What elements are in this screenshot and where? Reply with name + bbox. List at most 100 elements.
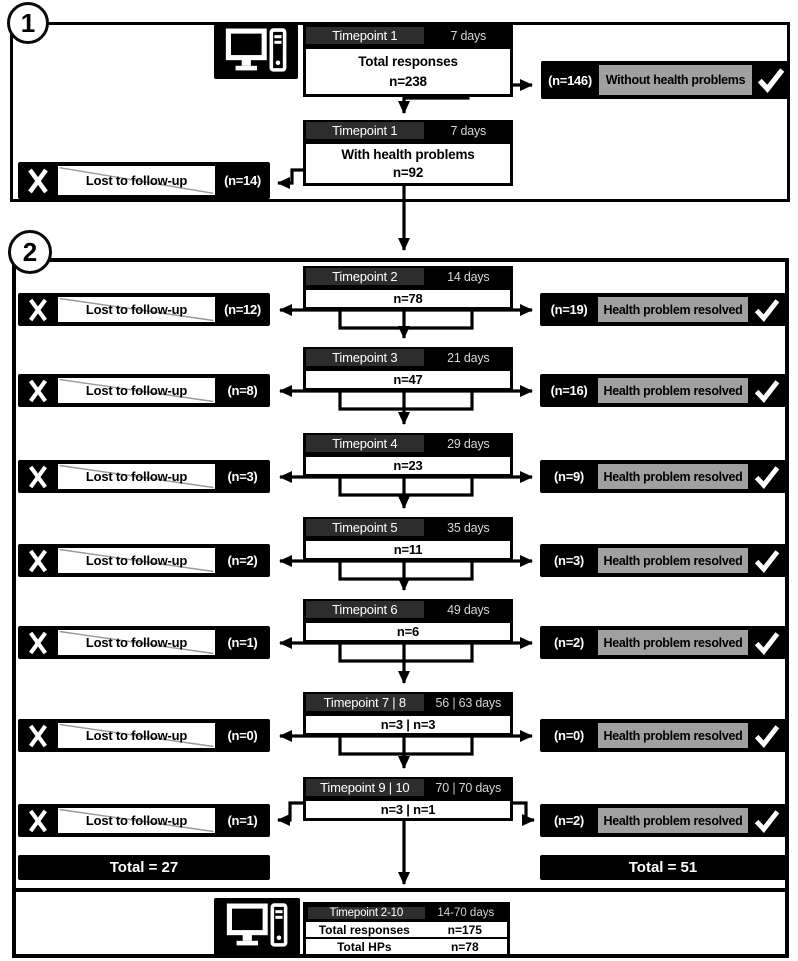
- lost-to-follow-up-box: Lost to follow-up (n=3): [18, 460, 270, 493]
- cross-icon: [18, 293, 58, 326]
- timepoint-box: Timepoint 3 21 days n=47: [303, 347, 513, 391]
- resolved-count: (n=19): [550, 302, 588, 317]
- health-problem-resolved-box: (n=2) Health problem resolved: [540, 626, 786, 659]
- timepoint-days: 7 days: [450, 123, 487, 138]
- lost-count: (n=1): [227, 813, 258, 828]
- timepoint-n: n=3 | n=3: [303, 713, 513, 736]
- diagonal-strike-line: [58, 166, 215, 195]
- lost-label: Lost to follow-up: [85, 383, 188, 398]
- lost-label-cell: Lost to follow-up: [58, 548, 215, 573]
- with-hp-n: n=92: [392, 165, 424, 180]
- check-icon: [748, 719, 786, 752]
- diagonal-strike-line: [58, 808, 215, 833]
- check-icon: [748, 293, 786, 326]
- total-responses-n: n=238: [389, 74, 427, 89]
- total-resolved-bar: Total = 51: [540, 855, 786, 880]
- timepoint-box: Timepoint 4 29 days n=23: [303, 433, 513, 477]
- timepoint-days: 29 days: [447, 436, 490, 451]
- lost-label-cell: Lost to follow-up: [58, 723, 215, 748]
- check-icon: [748, 374, 786, 407]
- resolved-label: Health problem resolved: [598, 630, 748, 655]
- summary-row-total-hps: Total HPs n=78: [306, 937, 507, 954]
- desktop-computer-icon: [214, 898, 300, 955]
- resolved-count: (n=16): [550, 383, 588, 398]
- diagonal-strike-line: [58, 297, 215, 322]
- timepoint-1-with-hp-box: Timepoint 1 7 days With health problems …: [303, 120, 513, 186]
- summary-days: 14-70 days: [437, 906, 495, 919]
- timepoint-days: 70 | 70 days: [435, 780, 502, 795]
- summary-timepoint-label: Timepoint 2-10: [308, 906, 425, 919]
- timepoint-box: Timepoint 2 14 days n=78: [303, 266, 513, 310]
- resolved-count: (n=0): [554, 728, 584, 743]
- health-problem-resolved-box: (n=2) Health problem resolved: [540, 804, 786, 837]
- timepoint-header: Timepoint 1 7 days: [303, 120, 513, 141]
- lost-label-cell: Lost to follow-up: [58, 166, 215, 195]
- lost-label: Lost to follow-up: [85, 553, 188, 568]
- timepoint-label: Timepoint 4: [306, 435, 424, 452]
- check-icon: [748, 544, 786, 577]
- section-2-badge: 2: [8, 230, 52, 274]
- timepoint-days: 49 days: [447, 602, 490, 617]
- lost-to-follow-up-box: Lost to follow-up (n=12): [18, 293, 270, 326]
- cross-icon: [18, 460, 58, 493]
- lost-count: (n=2): [227, 553, 258, 568]
- timepoint-body: Total responses n=238: [303, 46, 513, 97]
- lost-to-follow-up-box: Lost to follow-up (n=0): [18, 719, 270, 752]
- cross-icon: [18, 804, 58, 837]
- health-problem-resolved-box: (n=16) Health problem resolved: [540, 374, 786, 407]
- timepoint-n: n=6: [303, 620, 513, 643]
- lost-to-follow-up-box: Lost to follow-up (n=8): [18, 374, 270, 407]
- timepoint-days: 14 days: [447, 269, 490, 284]
- lost-label: Lost to follow-up: [85, 469, 188, 484]
- timepoint-1-total-box: Timepoint 1 7 days Total responses n=238: [303, 25, 513, 97]
- lost-label-cell: Lost to follow-up: [58, 464, 215, 489]
- timepoint-label: Timepoint 7 | 8: [306, 694, 424, 711]
- resolved-count: (n=3): [554, 553, 584, 568]
- lost-to-follow-up-box: Lost to follow-up (n=1): [18, 804, 270, 837]
- summary-header: Timepoint 2-10 14-70 days: [306, 905, 507, 920]
- without-health-problems-box: (n=146) Without health problems: [541, 61, 790, 99]
- lost-count: (n=1): [227, 635, 258, 650]
- resolved-count: (n=9): [554, 469, 584, 484]
- lost-label: Lost to follow-up: [85, 728, 188, 743]
- timepoint-label: Timepoint 3: [306, 349, 424, 366]
- resolved-label: Health problem resolved: [598, 464, 748, 489]
- lost-label-cell: Lost to follow-up: [58, 297, 215, 322]
- timepoint-label: Timepoint 9 | 10: [306, 779, 424, 796]
- diagonal-strike-line: [58, 378, 215, 403]
- timepoint-box: Timepoint 6 49 days n=6: [303, 599, 513, 643]
- timepoint-box: Timepoint 5 35 days n=11: [303, 517, 513, 561]
- total-responses-label: Total responses: [358, 54, 458, 69]
- lost-label: Lost to follow-up: [85, 302, 188, 317]
- timepoint-label: Timepoint 2: [306, 268, 424, 285]
- timepoint-header: Timepoint 6 49 days: [303, 599, 513, 620]
- health-problem-resolved-box: (n=9) Health problem resolved: [540, 460, 786, 493]
- lost-label: Lost to follow-up: [85, 813, 188, 828]
- timepoint-n: n=3 | n=1: [303, 798, 513, 821]
- timepoint-n: n=47: [303, 368, 513, 391]
- timepoint-label: Timepoint 1: [306, 27, 424, 44]
- diagonal-strike-line: [58, 723, 215, 748]
- timepoint-header: Timepoint 7 | 8 56 | 63 days: [303, 692, 513, 713]
- check-icon: [752, 61, 790, 99]
- with-hp-label: With health problems: [341, 147, 475, 162]
- total-lost-bar: Total = 27: [18, 855, 270, 880]
- summary-row-value: n=78: [450, 939, 479, 954]
- timepoint-n: n=23: [303, 454, 513, 477]
- timepoint-body: With health problems n=92: [303, 141, 513, 186]
- timepoint-header: Timepoint 1 7 days: [303, 25, 513, 46]
- timepoint-days: 7 days: [450, 28, 487, 43]
- desktop-computer-icon: [214, 24, 298, 79]
- cross-icon: [18, 544, 58, 577]
- lost-count: (n=14): [224, 173, 261, 188]
- resolved-label: Health problem resolved: [598, 378, 748, 403]
- summary-box: Timepoint 2-10 14-70 days Total response…: [303, 902, 510, 957]
- check-icon: [748, 460, 786, 493]
- timepoint-label: Timepoint 5: [306, 519, 424, 536]
- timepoint-header: Timepoint 2 14 days: [303, 266, 513, 287]
- diagonal-strike-line: [58, 548, 215, 573]
- timepoint-header: Timepoint 3 21 days: [303, 347, 513, 368]
- lost-count: (n=12): [224, 302, 261, 317]
- lost-label: Lost to follow-up: [85, 635, 188, 650]
